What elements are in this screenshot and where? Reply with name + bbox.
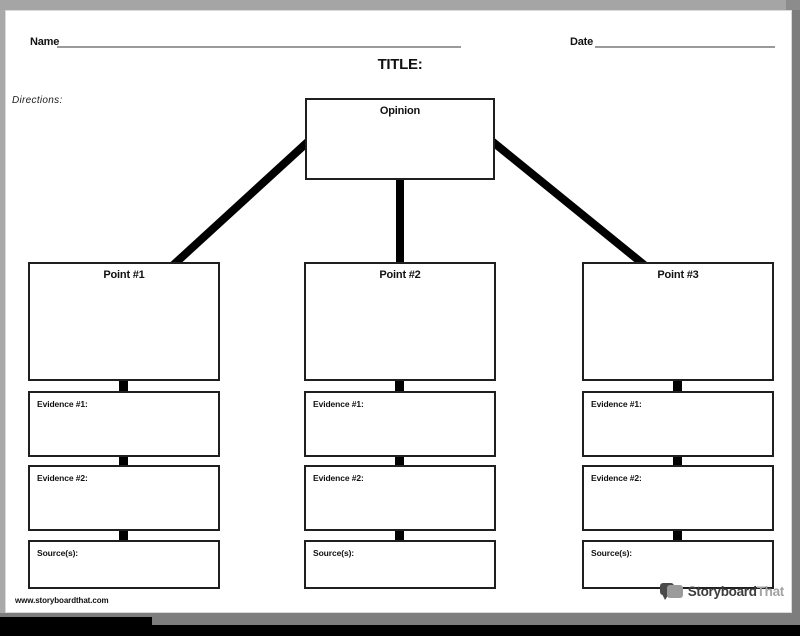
point-3-evidence-1-label: Evidence #1:: [591, 399, 642, 409]
point-1-box: Point #1: [28, 262, 220, 381]
viewer-top-corner: [786, 0, 800, 10]
point-1-evidence-1-box: Evidence #1:: [28, 391, 220, 457]
directions-label: Directions:: [12, 95, 63, 106]
footer-url: www.storyboardthat.com: [15, 596, 109, 605]
point-1-evidence-1-label: Evidence #1:: [37, 399, 88, 409]
point-1-evidence-2-box: Evidence #2:: [28, 465, 220, 531]
point-3-evidence-2-label: Evidence #2:: [591, 473, 642, 483]
opinion-box: Opinion: [305, 98, 495, 180]
point-1-evidence-2-label: Evidence #2:: [37, 473, 88, 483]
point-2-sources-box: Source(s):: [304, 540, 496, 589]
name-blank-line: [57, 46, 461, 48]
name-label: Name: [30, 36, 60, 48]
viewer-left-edge: [0, 10, 5, 617]
viewer-bottom-shadow: [0, 613, 800, 625]
brand-wordmark-primary: Storyboard: [687, 583, 757, 599]
point-2-label: Point #2: [379, 269, 421, 281]
point-2-evidence-2-box: Evidence #2:: [304, 465, 496, 531]
viewer-top-edge: [0, 0, 800, 10]
point-2-box: Point #2: [304, 262, 496, 381]
speech-bubble-tail: [661, 593, 669, 600]
point-1-sources-box: Source(s):: [28, 540, 220, 589]
point-3-box: Point #3: [582, 262, 774, 381]
point-2-sources-label: Source(s):: [313, 548, 355, 558]
point-2-evidence-1-label: Evidence #1:: [313, 399, 364, 409]
viewer-bottom-bar: [0, 625, 800, 636]
page-title: TITLE:: [377, 56, 423, 73]
point-2-evidence-1-box: Evidence #1:: [304, 391, 496, 457]
brand-wordmark-secondary: That: [756, 583, 785, 599]
date-label: Date: [570, 36, 594, 48]
point-1-sources-label: Source(s):: [37, 548, 79, 558]
speech-bubble-front: [666, 584, 683, 598]
point-3-sources-label: Source(s):: [591, 548, 633, 558]
date-blank-line: [595, 46, 775, 48]
brand-wordmark: StoryboardThat: [687, 583, 785, 599]
speech-bubbles-icon: [659, 581, 684, 602]
point-3-sources-box: Source(s):: [582, 540, 774, 589]
storyboardthat-logo: StoryboardThat: [659, 580, 784, 602]
point-3-evidence-2-box: Evidence #2:: [582, 465, 774, 531]
viewer-right-edge: [792, 10, 800, 625]
point-3-label: Point #3: [657, 269, 699, 281]
point-3-evidence-1-box: Evidence #1:: [582, 391, 774, 457]
point-1-label: Point #1: [103, 269, 145, 281]
opinion-box-label: Opinion: [379, 105, 421, 117]
point-2-evidence-2-label: Evidence #2:: [313, 473, 364, 483]
